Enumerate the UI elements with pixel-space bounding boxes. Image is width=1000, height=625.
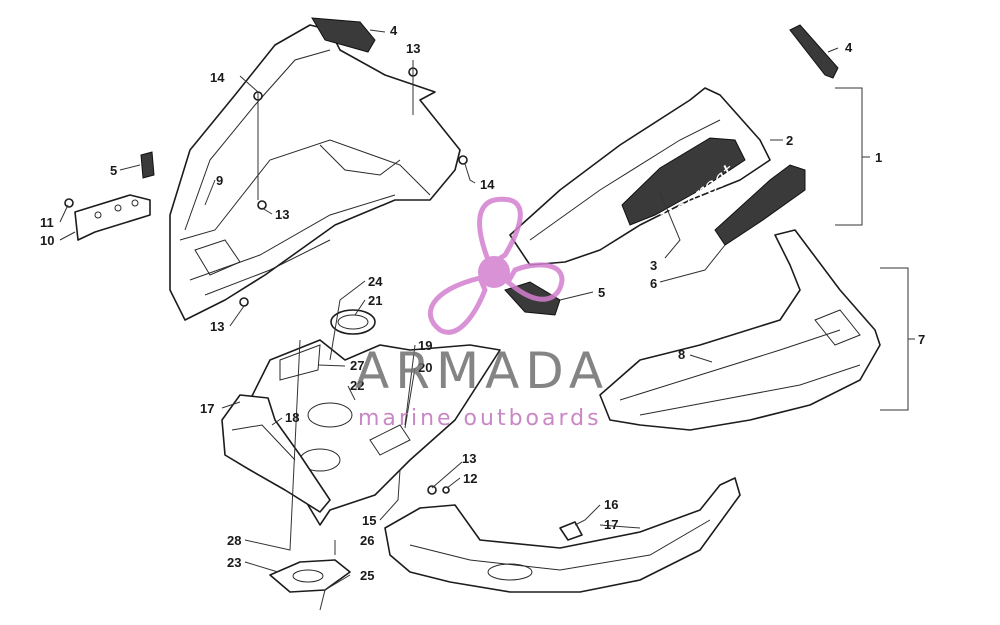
leader-lines: [59, 29, 915, 611]
callout-13-top: 13: [406, 41, 420, 56]
side-duct-17-18: [221, 394, 331, 513]
callout-14-left: 14: [210, 70, 225, 85]
callout-8: 8: [678, 347, 685, 362]
watermark-title: ARMADA: [355, 342, 609, 400]
callout-12: 12: [463, 471, 477, 486]
callout-15: 15: [362, 513, 376, 528]
gasket-ring-21: [330, 309, 376, 335]
callout-10: 10: [40, 233, 54, 248]
callout-14-right: 14: [480, 177, 495, 192]
front-console-part: [169, 24, 461, 321]
callout-20: 20: [418, 360, 432, 375]
callout-18: 18: [285, 410, 299, 425]
callout-4-right: 4: [845, 40, 853, 55]
callout-6: 6: [650, 276, 657, 291]
callout-13-mid: 13: [275, 207, 289, 222]
callout-5-left: 5: [110, 163, 117, 178]
callout-23: 23: [227, 555, 241, 570]
callout-27: 27: [350, 358, 364, 373]
callout-17-left: 17: [200, 401, 214, 416]
callout-24: 24: [368, 274, 383, 289]
side-panel-part: [599, 229, 881, 431]
lower-ring-23: [269, 559, 351, 593]
callout-13-right: 13: [462, 451, 476, 466]
callout-21: 21: [368, 293, 382, 308]
callout-25: 25: [360, 568, 374, 583]
callout-13-low: 13: [210, 319, 224, 334]
bracket-part-10: [74, 194, 151, 241]
side-reflector-left: [140, 151, 155, 179]
callout-4-left: 4: [390, 23, 398, 38]
propeller-icon: [428, 196, 565, 335]
callout-5-center: 5: [598, 285, 605, 300]
clip-16: [559, 521, 583, 541]
watermark-logo: ARMADA marine outboards: [355, 196, 609, 431]
watermark-subtitle: marine outboards: [358, 406, 602, 431]
callout-17-right: 17: [604, 517, 618, 532]
callout-19: 19: [418, 338, 432, 353]
callout-9: 9: [216, 173, 223, 188]
top-vent-grille-right: [789, 24, 839, 79]
front-skid-plate: [384, 477, 741, 593]
callout-2: 2: [786, 133, 793, 148]
vent-grille-top-left: [311, 17, 376, 53]
callout-26: 26: [360, 533, 374, 548]
callout-11: 11: [40, 215, 54, 230]
callout-16: 16: [604, 497, 618, 512]
callout-1: 1: [875, 150, 882, 165]
callout-28: 28: [227, 533, 241, 548]
callout-7: 7: [918, 332, 925, 347]
callout-3: 3: [650, 258, 657, 273]
callout-22: 22: [350, 378, 364, 393]
callout-labels: 1 2 3 4 4 5 5 6 7 8 9 10 11 12 13 13 13 …: [40, 23, 925, 583]
side-vent-grille-right: [714, 164, 806, 246]
